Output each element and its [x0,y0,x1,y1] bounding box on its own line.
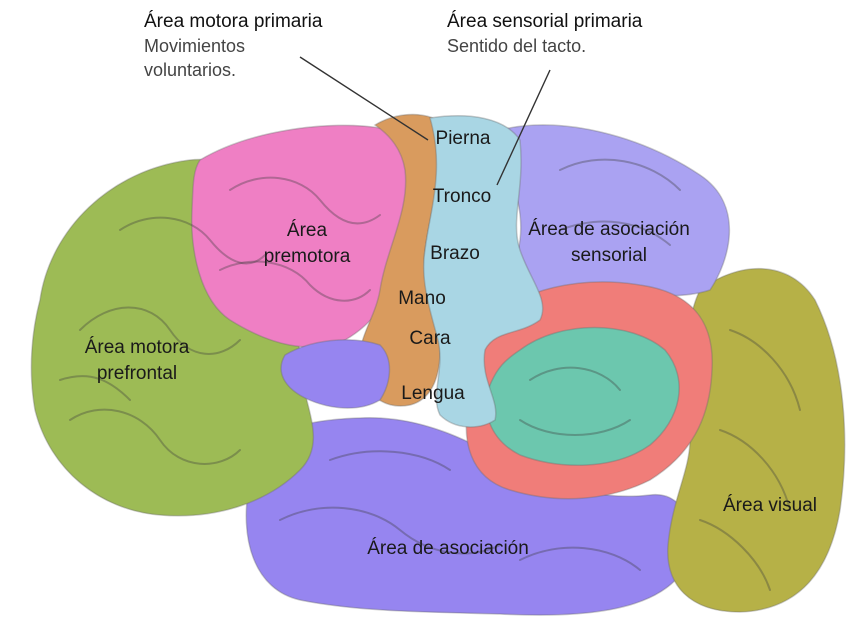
callout-sensory-title: Área sensorial primaria [447,10,642,34]
label-premotora-1: Área [287,220,327,242]
label-lengua: Lengua [401,383,464,405]
callout-sensory-subtitle: Sentido del tacto. [447,34,642,58]
label-visual: Área visual [723,495,817,517]
label-tronco: Tronco [433,186,491,208]
callout-sensory: Área sensorial primaria Sentido del tact… [447,10,642,58]
label-asociacion: Área de asociación [367,538,529,560]
callout-motor-subtitle-1: Movimientos [144,34,322,58]
callout-motor-subtitle-2: voluntarios. [144,58,322,82]
label-prefrontal-1: Área motora [85,337,190,359]
label-premotora-2: premotora [264,246,351,268]
label-asoc-sensorial-1: Área de asociación [528,219,690,241]
label-asoc-sensorial-2: sensorial [571,245,647,267]
label-mano: Mano [398,288,446,310]
label-prefrontal-2: prefrontal [97,363,177,385]
label-cara: Cara [409,328,450,350]
label-brazo: Brazo [430,243,480,265]
callout-motor: Área motora primaria Movimientos volunta… [144,10,322,82]
callout-motor-title: Área motora primaria [144,10,322,34]
label-pierna: Pierna [436,128,491,150]
